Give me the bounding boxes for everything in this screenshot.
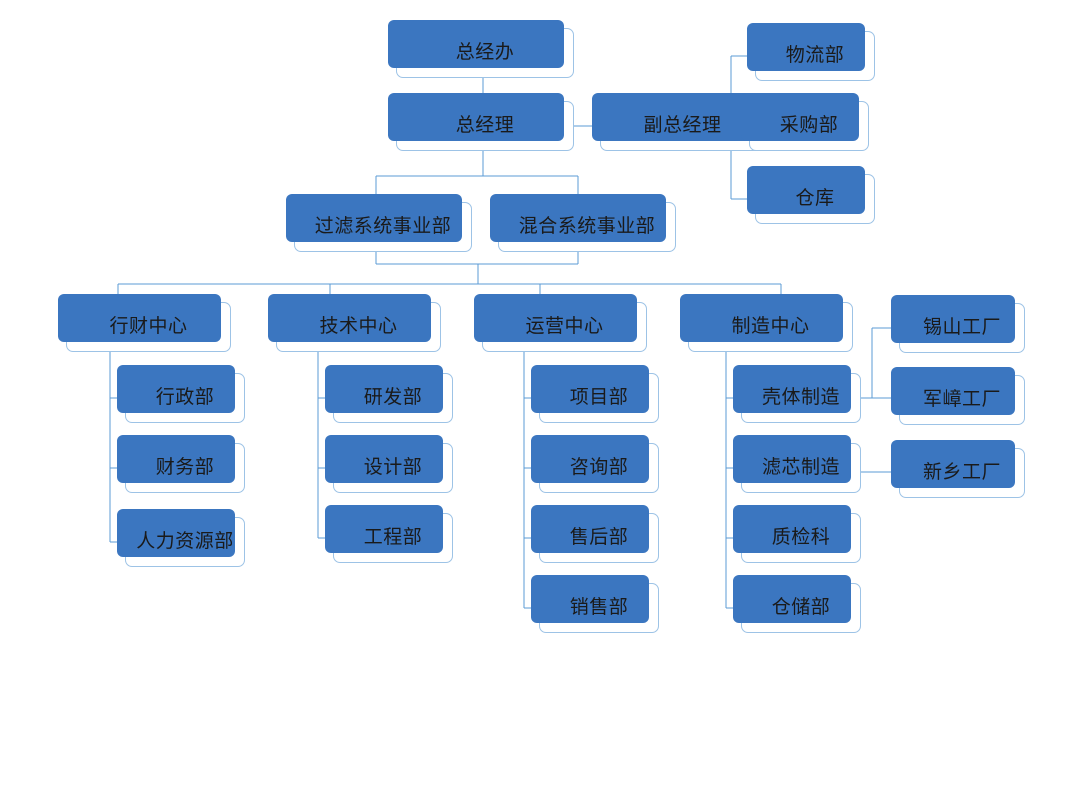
node-deputy-general-manager[interactable]: 副总经理 [592,93,765,151]
node-admin-finance-center[interactable]: 行财中心 [58,294,231,352]
node-filtration-division[interactable]: 过滤系统事业部 [286,194,472,252]
node-logistics-dept[interactable]: 物流部 [747,23,875,81]
node-general-office-label: 总经办 [455,41,515,64]
node-filtration-division-label: 过滤系统事业部 [314,215,452,238]
node-design-dept-label: 设计部 [363,456,423,479]
node-filter-element-manufacturing-label: 滤芯制造 [761,456,840,479]
node-general-office[interactable]: 总经办 [388,20,574,78]
node-mixing-division-label: 混合系统事业部 [518,215,656,238]
node-human-resources-dept-label: 人力资源部 [136,530,234,553]
node-xishan-factory-label: 锡山工厂 [922,316,1001,339]
node-engineering-dept-label: 工程部 [363,526,423,549]
node-operations-center[interactable]: 运营中心 [474,294,647,352]
node-human-resources-dept[interactable]: 人力资源部 [117,509,245,567]
node-junzhang-factory[interactable]: 军嶂工厂 [891,367,1025,425]
node-general-manager[interactable]: 总经理 [388,93,574,151]
node-design-dept[interactable]: 设计部 [325,435,453,493]
node-procurement-dept[interactable]: 采购部 [741,93,869,151]
node-technology-center[interactable]: 技术中心 [268,294,441,352]
node-quality-inspection-section[interactable]: 质检科 [733,505,861,563]
node-after-sales-dept-label: 售后部 [569,526,629,549]
node-logistics-dept-label: 物流部 [785,44,845,67]
node-operations-center-label: 运营中心 [525,315,604,338]
node-after-sales-dept[interactable]: 售后部 [531,505,659,563]
node-xinxiang-factory[interactable]: 新乡工厂 [891,440,1025,498]
node-junzhang-factory-label: 军嶂工厂 [922,388,1001,411]
node-storage-dept-label: 仓储部 [771,596,831,619]
node-technology-center-label: 技术中心 [319,315,398,338]
node-administration-dept[interactable]: 行政部 [117,365,245,423]
node-shell-manufacturing-label: 壳体制造 [761,386,840,409]
node-project-dept[interactable]: 项目部 [531,365,659,423]
node-xinxiang-factory-label: 新乡工厂 [922,461,1001,484]
node-rd-dept[interactable]: 研发部 [325,365,453,423]
node-quality-inspection-section-label: 质检科 [771,526,831,549]
node-admin-finance-center-label: 行财中心 [109,315,188,338]
node-deputy-general-manager-label: 副总经理 [643,114,722,137]
node-mixing-division[interactable]: 混合系统事业部 [490,194,676,252]
node-warehouse-label: 仓库 [795,187,835,210]
node-sales-dept[interactable]: 销售部 [531,575,659,633]
node-manufacturing-center-label: 制造中心 [731,315,810,338]
node-project-dept-label: 项目部 [569,386,629,409]
node-warehouse[interactable]: 仓库 [747,166,875,224]
node-finance-dept-label: 财务部 [155,456,215,479]
node-general-manager-label: 总经理 [455,114,515,137]
node-procurement-dept-label: 采购部 [779,114,839,137]
node-administration-dept-label: 行政部 [155,386,215,409]
node-finance-dept[interactable]: 财务部 [117,435,245,493]
node-manufacturing-center[interactable]: 制造中心 [680,294,853,352]
node-rd-dept-label: 研发部 [363,386,423,409]
node-filter-element-manufacturing[interactable]: 滤芯制造 [733,435,861,493]
node-xishan-factory[interactable]: 锡山工厂 [891,295,1025,353]
node-sales-dept-label: 销售部 [569,596,629,619]
node-storage-dept[interactable]: 仓储部 [733,575,861,633]
node-shell-manufacturing[interactable]: 壳体制造 [733,365,861,423]
node-engineering-dept[interactable]: 工程部 [325,505,453,563]
node-consulting-dept[interactable]: 咨询部 [531,435,659,493]
node-consulting-dept-label: 咨询部 [569,456,629,479]
